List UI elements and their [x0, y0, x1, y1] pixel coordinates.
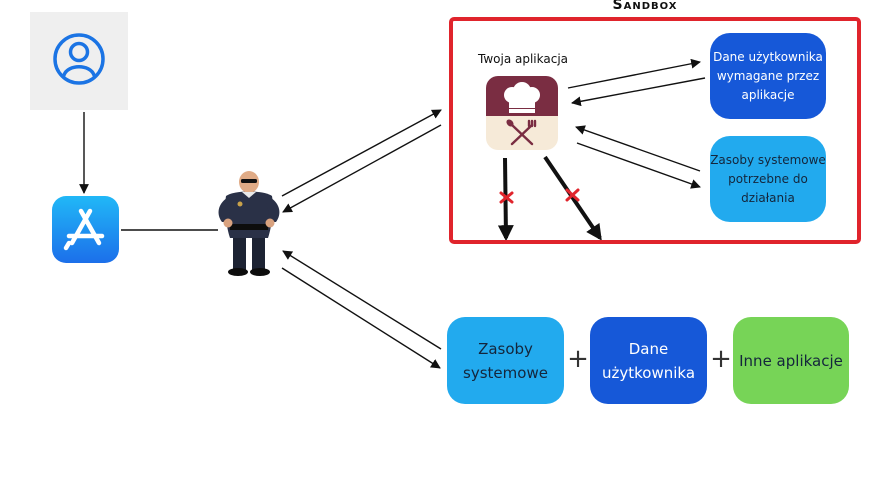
- arrow-guard-to-resources: [281, 267, 441, 369]
- chef-app-icon: [486, 76, 558, 150]
- blocked-mark-icon: [499, 191, 514, 204]
- user-data-box: Dane użytkownika: [590, 317, 707, 404]
- user-tile: [30, 12, 128, 110]
- sandbox-box: [449, 17, 861, 244]
- arrow-guard-to-sandbox: [281, 109, 442, 197]
- arrow-sandbox-to-guard: [282, 124, 442, 213]
- plus-sign: +: [710, 344, 732, 374]
- security-guard-illustration: [214, 168, 284, 278]
- system-resources-needed-box: Zasoby systemowe potrzebne do działania: [710, 136, 826, 222]
- plus-sign: +: [567, 344, 589, 374]
- blocked-mark-icon: [565, 188, 580, 202]
- app-store-icon: [52, 196, 119, 263]
- arrow-app-to-resources: [576, 142, 701, 189]
- sandbox-title: Sandbox: [612, 0, 678, 13]
- arrow-resources-to-guard: [282, 250, 442, 350]
- arrow-user-data-to-app: [571, 77, 706, 107]
- user-icon: [53, 33, 105, 85]
- system-resources-box: Zasoby systemowe: [447, 317, 564, 404]
- arrow-resources-to-app: [575, 125, 701, 172]
- app-label: Twoja aplikacja: [478, 52, 569, 66]
- blocked-arrow-diagonal: [543, 155, 602, 241]
- other-apps-box: Inne aplikacje: [733, 317, 849, 404]
- user-data-required-box: Dane użytkownika wymagane przez aplikacj…: [710, 33, 826, 119]
- arrow-app-to-user-data: [567, 58, 701, 89]
